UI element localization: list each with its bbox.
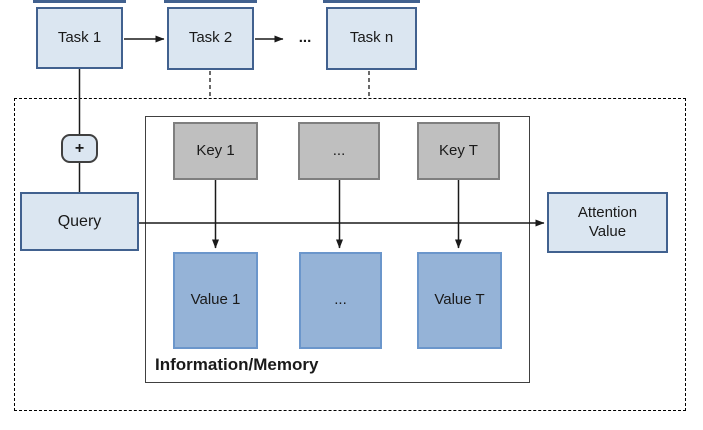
value-ellipsis-box: ... [299, 252, 382, 349]
key-t-box: Key T [417, 122, 500, 180]
attention-value-box: Attention Value [547, 192, 668, 253]
value-1-box: Value 1 [173, 252, 258, 349]
value-t-label: Value T [434, 291, 485, 309]
query-label: Query [57, 212, 102, 230]
plus-icon: + [74, 139, 85, 157]
task-2-box: Task 2 [167, 7, 254, 70]
task-n-label: Task n [349, 29, 394, 47]
task-row-ellipsis: ... [298, 29, 312, 46]
key-1-box: Key 1 [173, 122, 258, 180]
key-1-label: Key 1 [196, 141, 235, 159]
value-ellipsis-label: ... [334, 291, 347, 309]
query-box: Query [20, 192, 139, 251]
task-n-box: Task n [326, 7, 417, 70]
value-1-label: Value 1 [190, 291, 241, 309]
plus-combine-node: + [61, 134, 98, 163]
outer-dashed-container [14, 98, 686, 411]
information-memory-container [145, 116, 530, 383]
task-1-label: Task 1 [57, 28, 102, 46]
task-1-box: Task 1 [36, 7, 123, 69]
task-2-label: Task 2 [188, 29, 233, 47]
key-t-label: Key T [439, 141, 478, 159]
information-memory-label: Information/Memory [155, 355, 319, 374]
attention-value-label: Attention Value [577, 203, 638, 240]
key-ellipsis-box: ... [298, 122, 380, 180]
key-ellipsis-label: ... [332, 141, 346, 159]
value-t-box: Value T [417, 252, 502, 349]
